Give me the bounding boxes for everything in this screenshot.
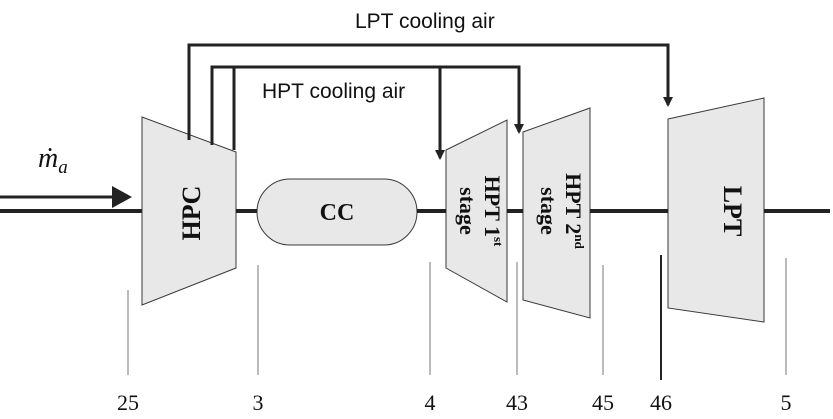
station-label-43: 43 xyxy=(506,390,528,415)
hpt1-label-main: HPT 1st xyxy=(480,176,506,247)
hpt2-label-stage: stage xyxy=(536,187,561,235)
hpc-compressor xyxy=(141,116,237,306)
hpt-stage-1 xyxy=(445,119,508,303)
station-label-3: 3 xyxy=(253,390,264,415)
station-label-46: 46 xyxy=(650,390,672,415)
station-label-45: 45 xyxy=(592,390,614,415)
hpt2-cooling-air-line xyxy=(232,65,524,150)
hpt2-label-text: HPT 2 xyxy=(561,173,586,234)
hpt1-label-stage: stage xyxy=(455,187,480,235)
lpt-cooling-air-line xyxy=(187,43,673,140)
mass-flow-subscript: a xyxy=(58,157,68,178)
station-label-25: 25 xyxy=(117,390,139,415)
hpt1-label: HPT 1st stage xyxy=(455,176,506,247)
hpt1-label-text: HPT 1 xyxy=(480,176,505,237)
hpc-label: HPC xyxy=(177,186,206,241)
inlet-arrow-head xyxy=(112,186,132,208)
hpt2-label: HPT 2nd stage xyxy=(536,173,587,250)
mass-flow-label: ṁa xyxy=(38,143,68,178)
station-label-5: 5 xyxy=(781,390,792,415)
hpt-stage-2 xyxy=(522,107,591,319)
station-label-4: 4 xyxy=(425,390,436,415)
hpt-cooling-air-label: HPT cooling air xyxy=(262,80,405,103)
lpt-cooling-air-label: LPT cooling air xyxy=(355,10,495,33)
mass-flow-symbol: ṁ xyxy=(38,143,58,174)
lpt-label: LPT xyxy=(718,186,747,237)
hpt2-label-main: HPT 2nd xyxy=(561,173,587,250)
cc-label: CC xyxy=(320,200,355,226)
hpt2-label-sup: nd xyxy=(572,234,587,249)
hpt1-label-sup: st xyxy=(491,237,506,247)
lpt-turbine xyxy=(667,97,765,323)
